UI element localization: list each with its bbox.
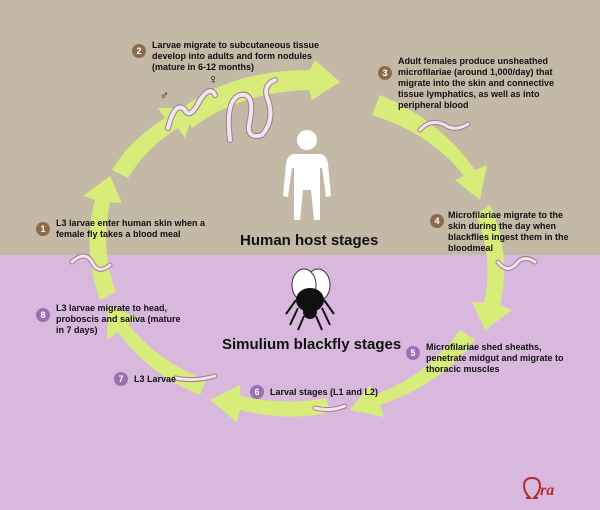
step-1-text: L3 larvae enter human skin when a female…	[56, 218, 206, 239]
female-symbol-icon: ♀	[208, 71, 219, 87]
cycle-arrow	[372, 95, 487, 200]
larva-worm	[173, 374, 217, 382]
publisher-logo-text: ra	[540, 482, 555, 499]
step-5-text: Microfilariae shed sheaths, penetrate mi…	[426, 342, 564, 374]
host-stage-label: Human host stages	[240, 232, 379, 249]
step-8-text: L3 larvae migrate to head, proboscis and…	[56, 303, 181, 335]
male-symbol-icon: ♂	[160, 88, 169, 102]
step-7-text: L3 Larvae	[134, 374, 177, 384]
larva-worm	[70, 254, 112, 271]
cycle-arrow	[180, 60, 340, 128]
cycle-arrow	[210, 385, 330, 422]
cycle-arrows	[83, 60, 512, 422]
larva-worm	[226, 78, 277, 142]
step-2-text: Larvae migrate to subcutaneous tissue de…	[152, 40, 320, 72]
larva-worm	[313, 404, 347, 412]
step-number-badge: 2	[132, 44, 146, 58]
step-6-text: Larval stages (L1 and L2)	[270, 387, 379, 397]
step-number-badge: 6	[250, 385, 264, 399]
cycle-arrow	[350, 330, 475, 417]
step-number-badge: 5	[406, 346, 420, 360]
human-silhouette-icon	[283, 130, 331, 220]
step-number-badge: 1	[36, 222, 50, 236]
step-3-text: Adult females produce unsheathed microfi…	[398, 56, 555, 110]
step-number-badge: 4	[430, 214, 444, 228]
cycle-arrow	[112, 108, 195, 178]
larva-worm	[166, 89, 217, 130]
blackfly-icon	[285, 268, 335, 331]
fly-stage-label: Simulium blackfly stages	[222, 336, 402, 353]
step-number-badge: 8	[36, 308, 50, 322]
step-number-badge: 3	[378, 66, 392, 80]
step-4-text: Microfilariae migrate to the skin during…	[448, 210, 569, 253]
larvae-group	[69, 77, 538, 413]
cycle-arrow	[107, 305, 206, 395]
step-number-badge: 7	[114, 372, 128, 386]
larva-worm	[496, 257, 537, 270]
cycle-arrow	[83, 176, 122, 300]
omega-logo-icon	[522, 476, 542, 499]
cycle-arrow	[472, 205, 512, 330]
larva-worm	[418, 120, 470, 132]
